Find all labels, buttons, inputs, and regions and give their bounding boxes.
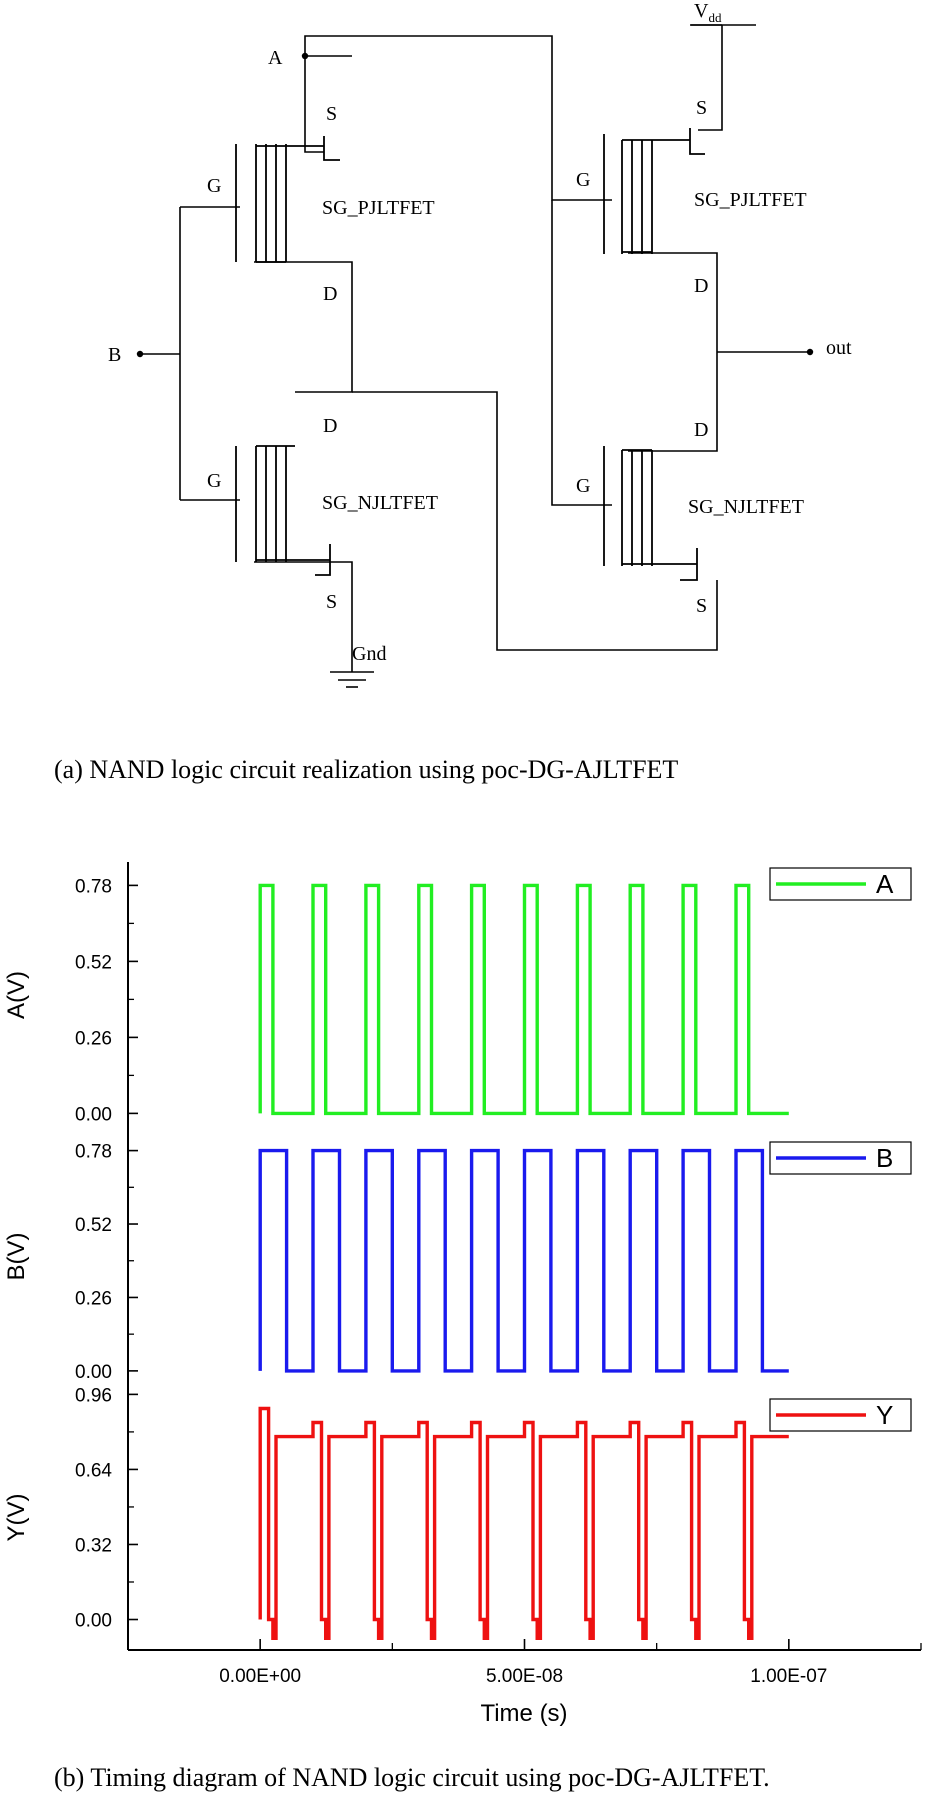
chart-marks: 0.780.520.260.00A(V)A0.780.520.260.00B(V… xyxy=(3,867,922,1687)
nand-circuit: A B out Vdd Gnd G S D SG_PJLTFET G D S S… xyxy=(108,0,852,688)
legend-label: A xyxy=(876,869,894,899)
label-gate-p1: G xyxy=(207,175,221,197)
label-gate-p2: G xyxy=(576,169,590,191)
pmos-2 xyxy=(603,128,705,254)
label-gate-n2: G xyxy=(576,475,590,497)
wire-a-to-p2-gate xyxy=(304,35,612,201)
y-tick-label: 0.32 xyxy=(75,1535,112,1556)
output-node xyxy=(806,348,814,356)
y-tick-label: 0.96 xyxy=(75,1385,112,1406)
input-b-node xyxy=(136,350,144,358)
pmos-1 xyxy=(235,136,340,263)
series-line-b xyxy=(258,1148,789,1373)
y-tick-label: 0.52 xyxy=(75,1215,112,1236)
label-output: out xyxy=(826,337,852,359)
label-source-n2: S xyxy=(696,595,707,617)
x-axis-label: Time (s) xyxy=(480,1700,567,1727)
wire-p1-drain xyxy=(254,261,353,393)
label-drain-p1: D xyxy=(323,283,337,305)
wire-n1-source-gnd xyxy=(254,561,353,672)
timing-chart: 0.780.520.260.00A(V)A0.780.520.260.00B(V… xyxy=(3,862,922,1727)
label-nmos-1: SG_NJLTFET xyxy=(322,492,438,514)
y-tick-label: 0.78 xyxy=(75,876,112,897)
y-tick-label: 0.00 xyxy=(75,1611,112,1632)
wire-b-bus xyxy=(140,206,240,501)
label-input-a: A xyxy=(268,47,283,69)
label-source-p2: S xyxy=(696,97,707,119)
legend-label: Y xyxy=(876,1400,893,1430)
y-axis-label: B(V) xyxy=(3,1233,30,1281)
label-drain-n1: D xyxy=(323,415,337,437)
label-pmos-1: SG_PJLTFET xyxy=(322,197,435,219)
x-tick-label: 5.00E-08 xyxy=(486,1666,563,1687)
wire-a-terminal xyxy=(304,56,324,153)
y-tick-label: 0.64 xyxy=(75,1460,112,1481)
caption-a: (a) NAND logic circuit realization using… xyxy=(54,755,678,784)
label-source-n1: S xyxy=(326,591,337,613)
y-tick-label: 0.78 xyxy=(75,1142,112,1163)
label-gate-n1: G xyxy=(207,470,221,492)
label-gnd: Gnd xyxy=(352,643,386,665)
x-tick-label: 1.00E-07 xyxy=(750,1666,827,1687)
y-tick-label: 0.00 xyxy=(75,1362,112,1383)
wire-mid-node xyxy=(352,391,718,651)
label-nmos-2: SG_NJLTFET xyxy=(688,496,804,518)
nmos-1 xyxy=(235,445,331,576)
series-line-a xyxy=(258,883,789,1116)
label-vdd: Vdd xyxy=(694,0,722,25)
wire-b-to-n2-gate xyxy=(551,200,612,506)
label-drain-n2: D xyxy=(694,419,708,441)
label-source-p1: S xyxy=(326,103,337,125)
input-a-node xyxy=(301,52,309,60)
y-tick-label: 0.26 xyxy=(75,1028,112,1049)
nmos-2 xyxy=(603,446,698,581)
label-drain-p2: D xyxy=(694,275,708,297)
y-axis-label: A(V) xyxy=(3,971,30,1019)
y-tick-label: 0.00 xyxy=(75,1104,112,1125)
caption-b: (b) Timing diagram of NAND logic circuit… xyxy=(54,1763,770,1792)
series-line-y xyxy=(258,1406,789,1640)
legend-label: B xyxy=(876,1143,893,1173)
y-tick-label: 0.26 xyxy=(75,1288,112,1309)
y-axis-label: Y(V) xyxy=(3,1494,30,1542)
label-pmos-2: SG_PJLTFET xyxy=(694,189,807,211)
y-tick-label: 0.52 xyxy=(75,952,112,973)
label-input-b: B xyxy=(108,344,121,366)
x-tick-label: 0.00E+00 xyxy=(219,1666,301,1687)
